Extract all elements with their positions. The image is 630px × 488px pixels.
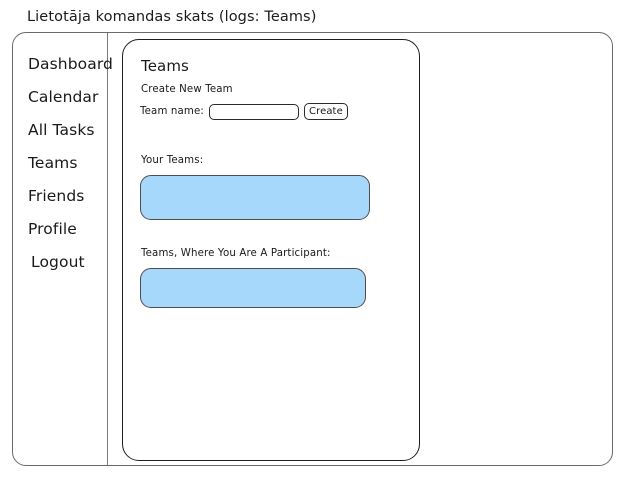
sidebar-item-label: Profile — [28, 219, 77, 238]
sidebar: Dashboard Calendar All Tasks Teams Frien… — [13, 33, 113, 465]
sidebar-item-label: Friends — [28, 186, 85, 205]
sidebar-item-label: Calendar — [28, 87, 99, 106]
your-teams-label: Your Teams: — [141, 155, 204, 166]
sidebar-item-label: Teams — [28, 153, 78, 172]
sidebar-item-label: All Tasks — [28, 120, 95, 139]
participant-teams-list[interactable] — [140, 268, 366, 308]
panel-heading: Teams — [141, 57, 189, 75]
sidebar-item-logout[interactable]: Logout — [13, 245, 107, 278]
participant-teams-label: Teams, Where You Are A Participant: — [141, 248, 331, 259]
create-team-button[interactable]: Create — [304, 103, 348, 120]
your-teams-section: Your Teams: — [140, 154, 402, 220]
teams-content-panel: Teams Create New Team Team name: Create … — [122, 39, 420, 461]
sidebar-item-teams[interactable]: Teams — [13, 146, 107, 179]
team-name-label: Team name: — [140, 105, 204, 117]
page-title: Lietotāja komandas skats (logs: Teams) — [27, 9, 317, 25]
create-new-team-title: Create New Team — [141, 84, 233, 95]
sidebar-item-calendar[interactable]: Calendar — [13, 80, 107, 113]
team-name-input[interactable] — [209, 103, 299, 120]
participant-teams-section: Teams, Where You Are A Participant: — [140, 247, 402, 308]
sidebar-item-dashboard[interactable]: Dashboard — [13, 47, 113, 80]
sidebar-item-label: Logout — [31, 252, 85, 271]
your-teams-list[interactable] — [140, 175, 370, 220]
sidebar-item-all-tasks[interactable]: All Tasks — [13, 113, 107, 146]
sidebar-item-profile[interactable]: Profile — [13, 212, 107, 245]
create-team-form: Team name: Create — [140, 103, 402, 120]
sidebar-item-label: Dashboard — [28, 54, 113, 73]
app-window: Dashboard Calendar All Tasks Teams Frien… — [12, 32, 613, 466]
sidebar-item-friends[interactable]: Friends — [13, 179, 107, 212]
